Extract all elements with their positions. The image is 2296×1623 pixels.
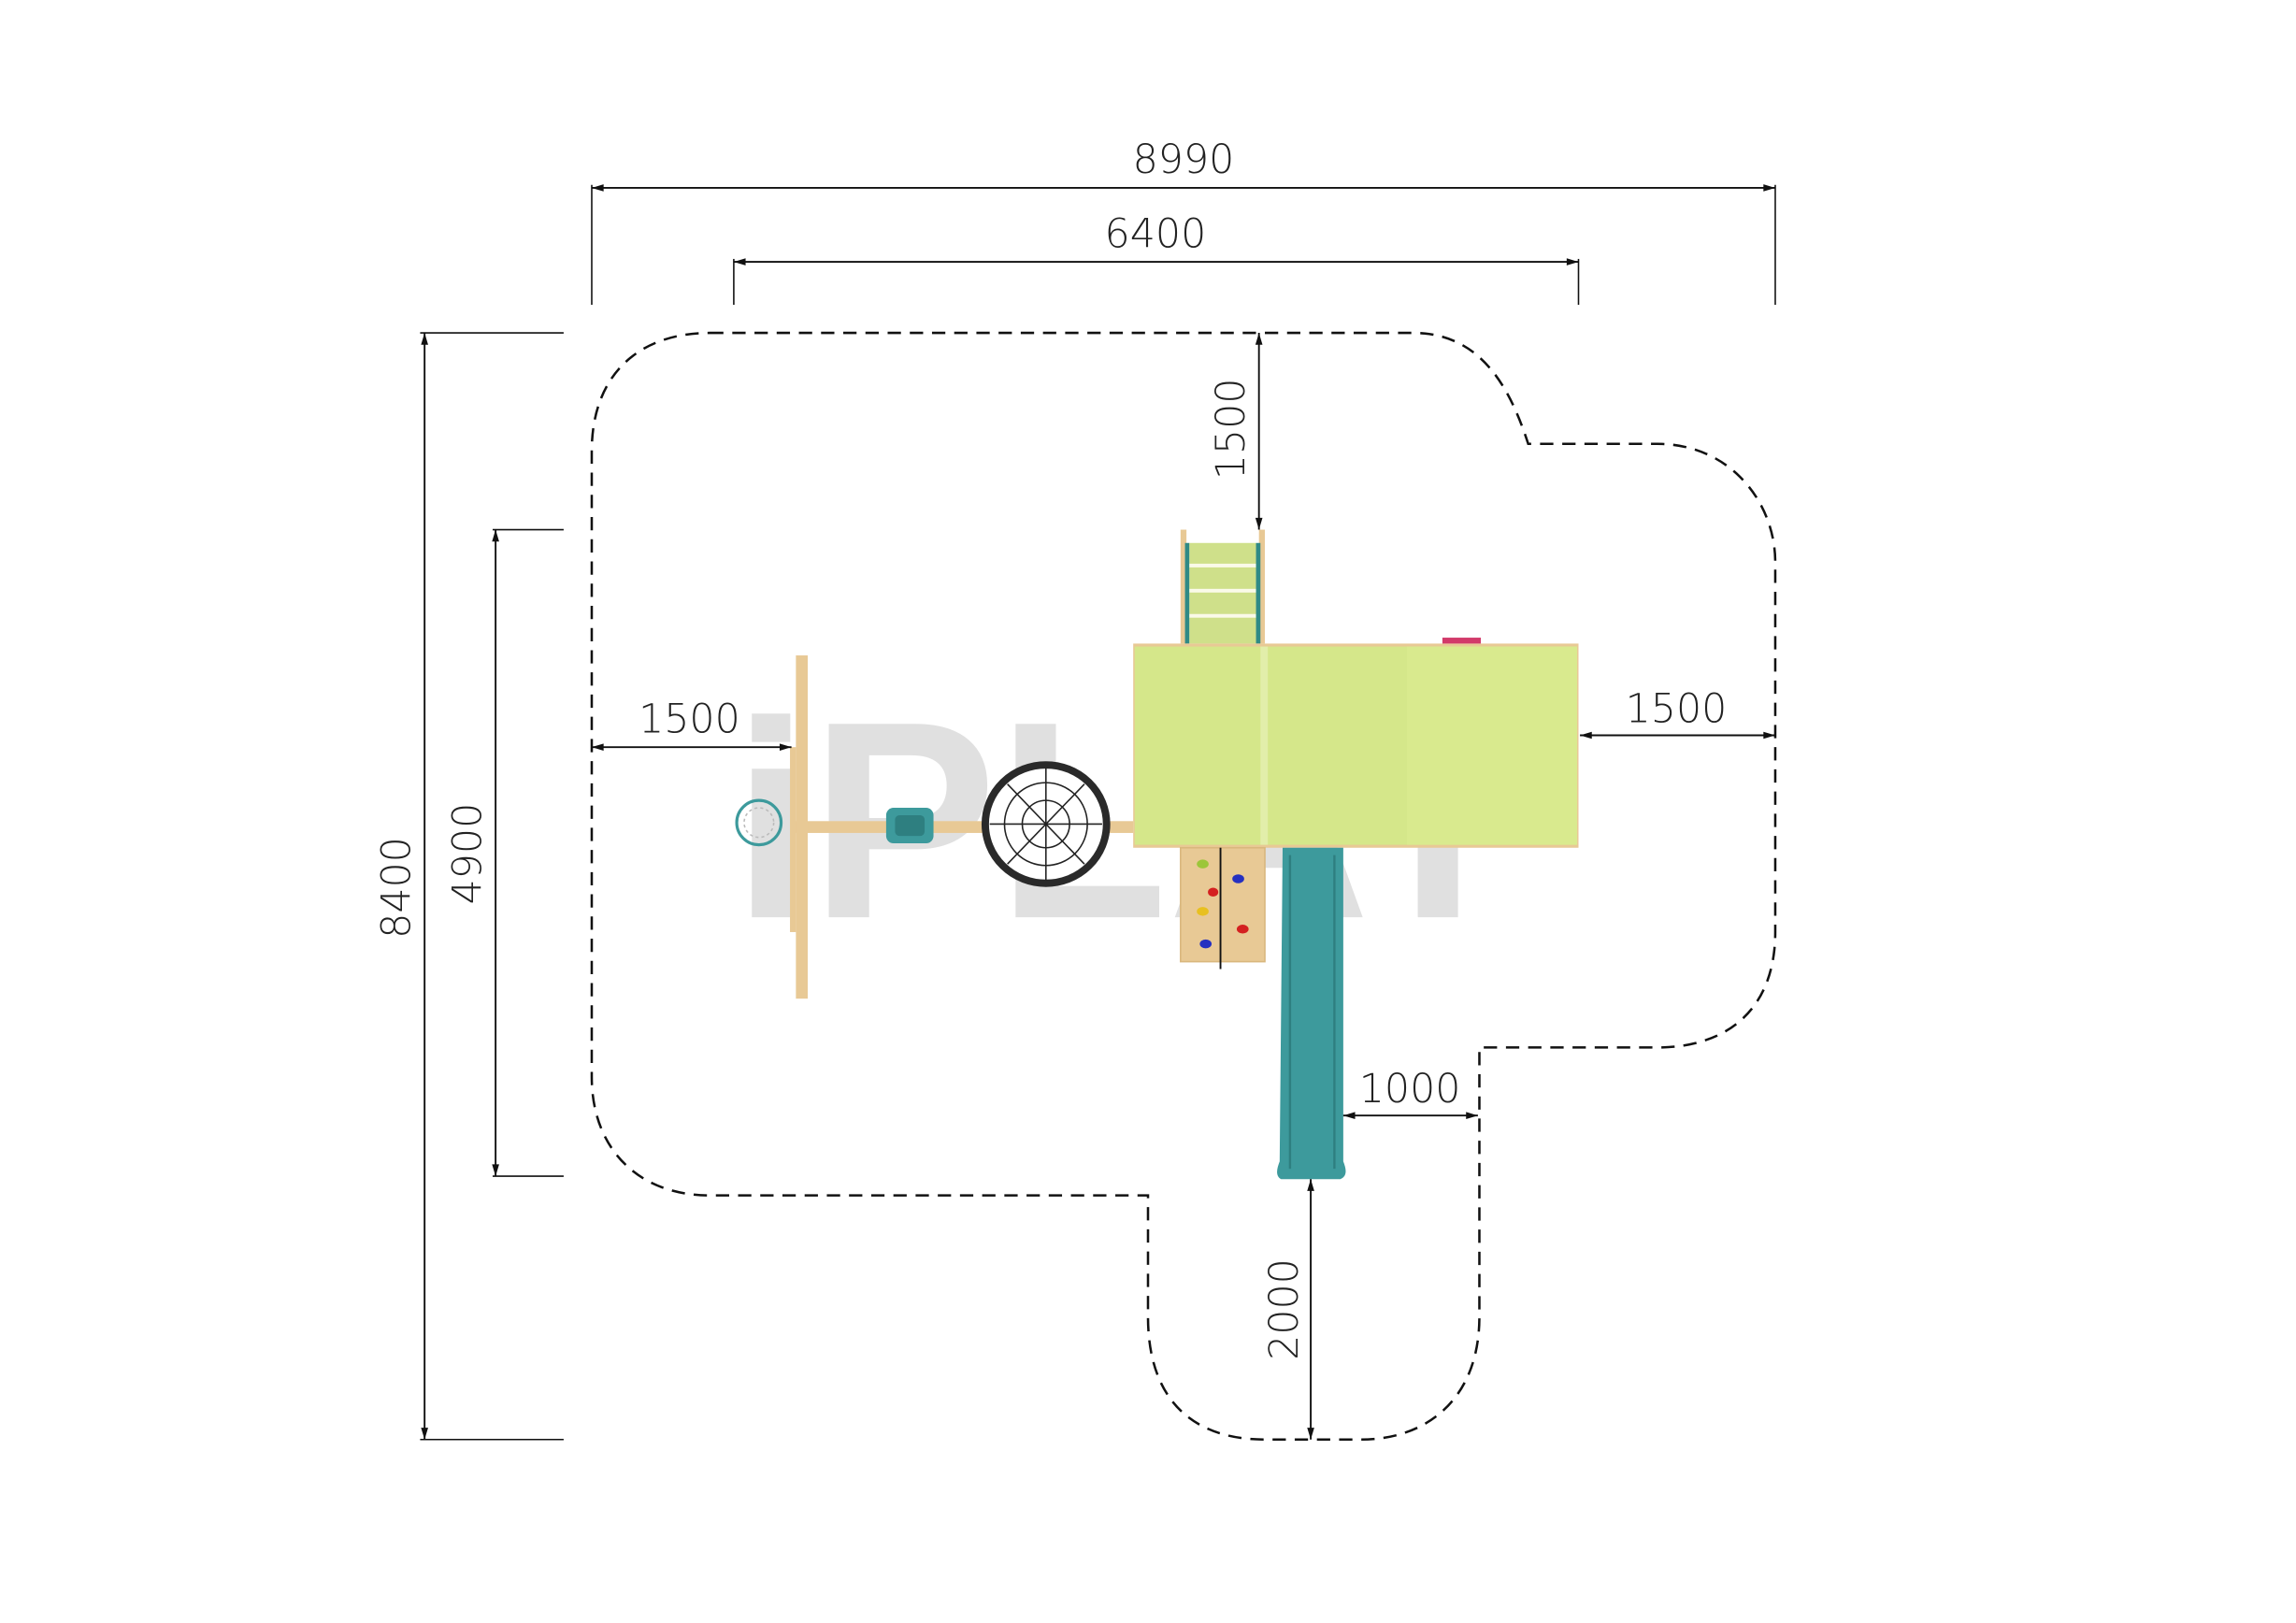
svg-text:8990: 8990 [1133, 136, 1235, 183]
svg-text:1500: 1500 [1208, 379, 1255, 481]
svg-text:2000: 2000 [1261, 1258, 1308, 1360]
svg-text:1000: 1000 [1359, 1066, 1461, 1113]
dimension-slide-side-clearance: 1000 [1342, 1066, 1478, 1120]
roof-flag [1442, 638, 1482, 644]
dimension-right-clearance: 1500 [1580, 685, 1775, 740]
dimension-slide-exit-clearance: 2000 [1261, 1179, 1314, 1440]
climbing-wall [1180, 846, 1266, 969]
safety-zone-outline [590, 331, 1777, 1442]
dimension-left-clearance: 1500 [591, 696, 792, 751]
deck-roof [1133, 638, 1579, 848]
play-structure [735, 529, 1579, 1180]
svg-text:6400: 6400 [1105, 210, 1207, 257]
dimension-equipment-width: 6400 [733, 210, 1580, 305]
nest-swing [981, 761, 1111, 887]
ladder [1180, 529, 1266, 644]
svg-text:1500: 1500 [639, 696, 740, 742]
swing-seat [885, 808, 934, 844]
svg-text:1500: 1500 [1626, 685, 1728, 732]
svg-text:4900: 4900 [444, 803, 491, 905]
slide [1277, 847, 1346, 1180]
dimension-overall-width: 8990 [591, 136, 1776, 305]
dimension-equipment-depth: 4900 [444, 528, 564, 1177]
svg-text:8400: 8400 [373, 837, 420, 939]
dimension-top-clearance: 1500 [1208, 333, 1263, 530]
basketball-hoop [735, 798, 783, 847]
dimension-overall-depth: 8400 [373, 332, 564, 1441]
